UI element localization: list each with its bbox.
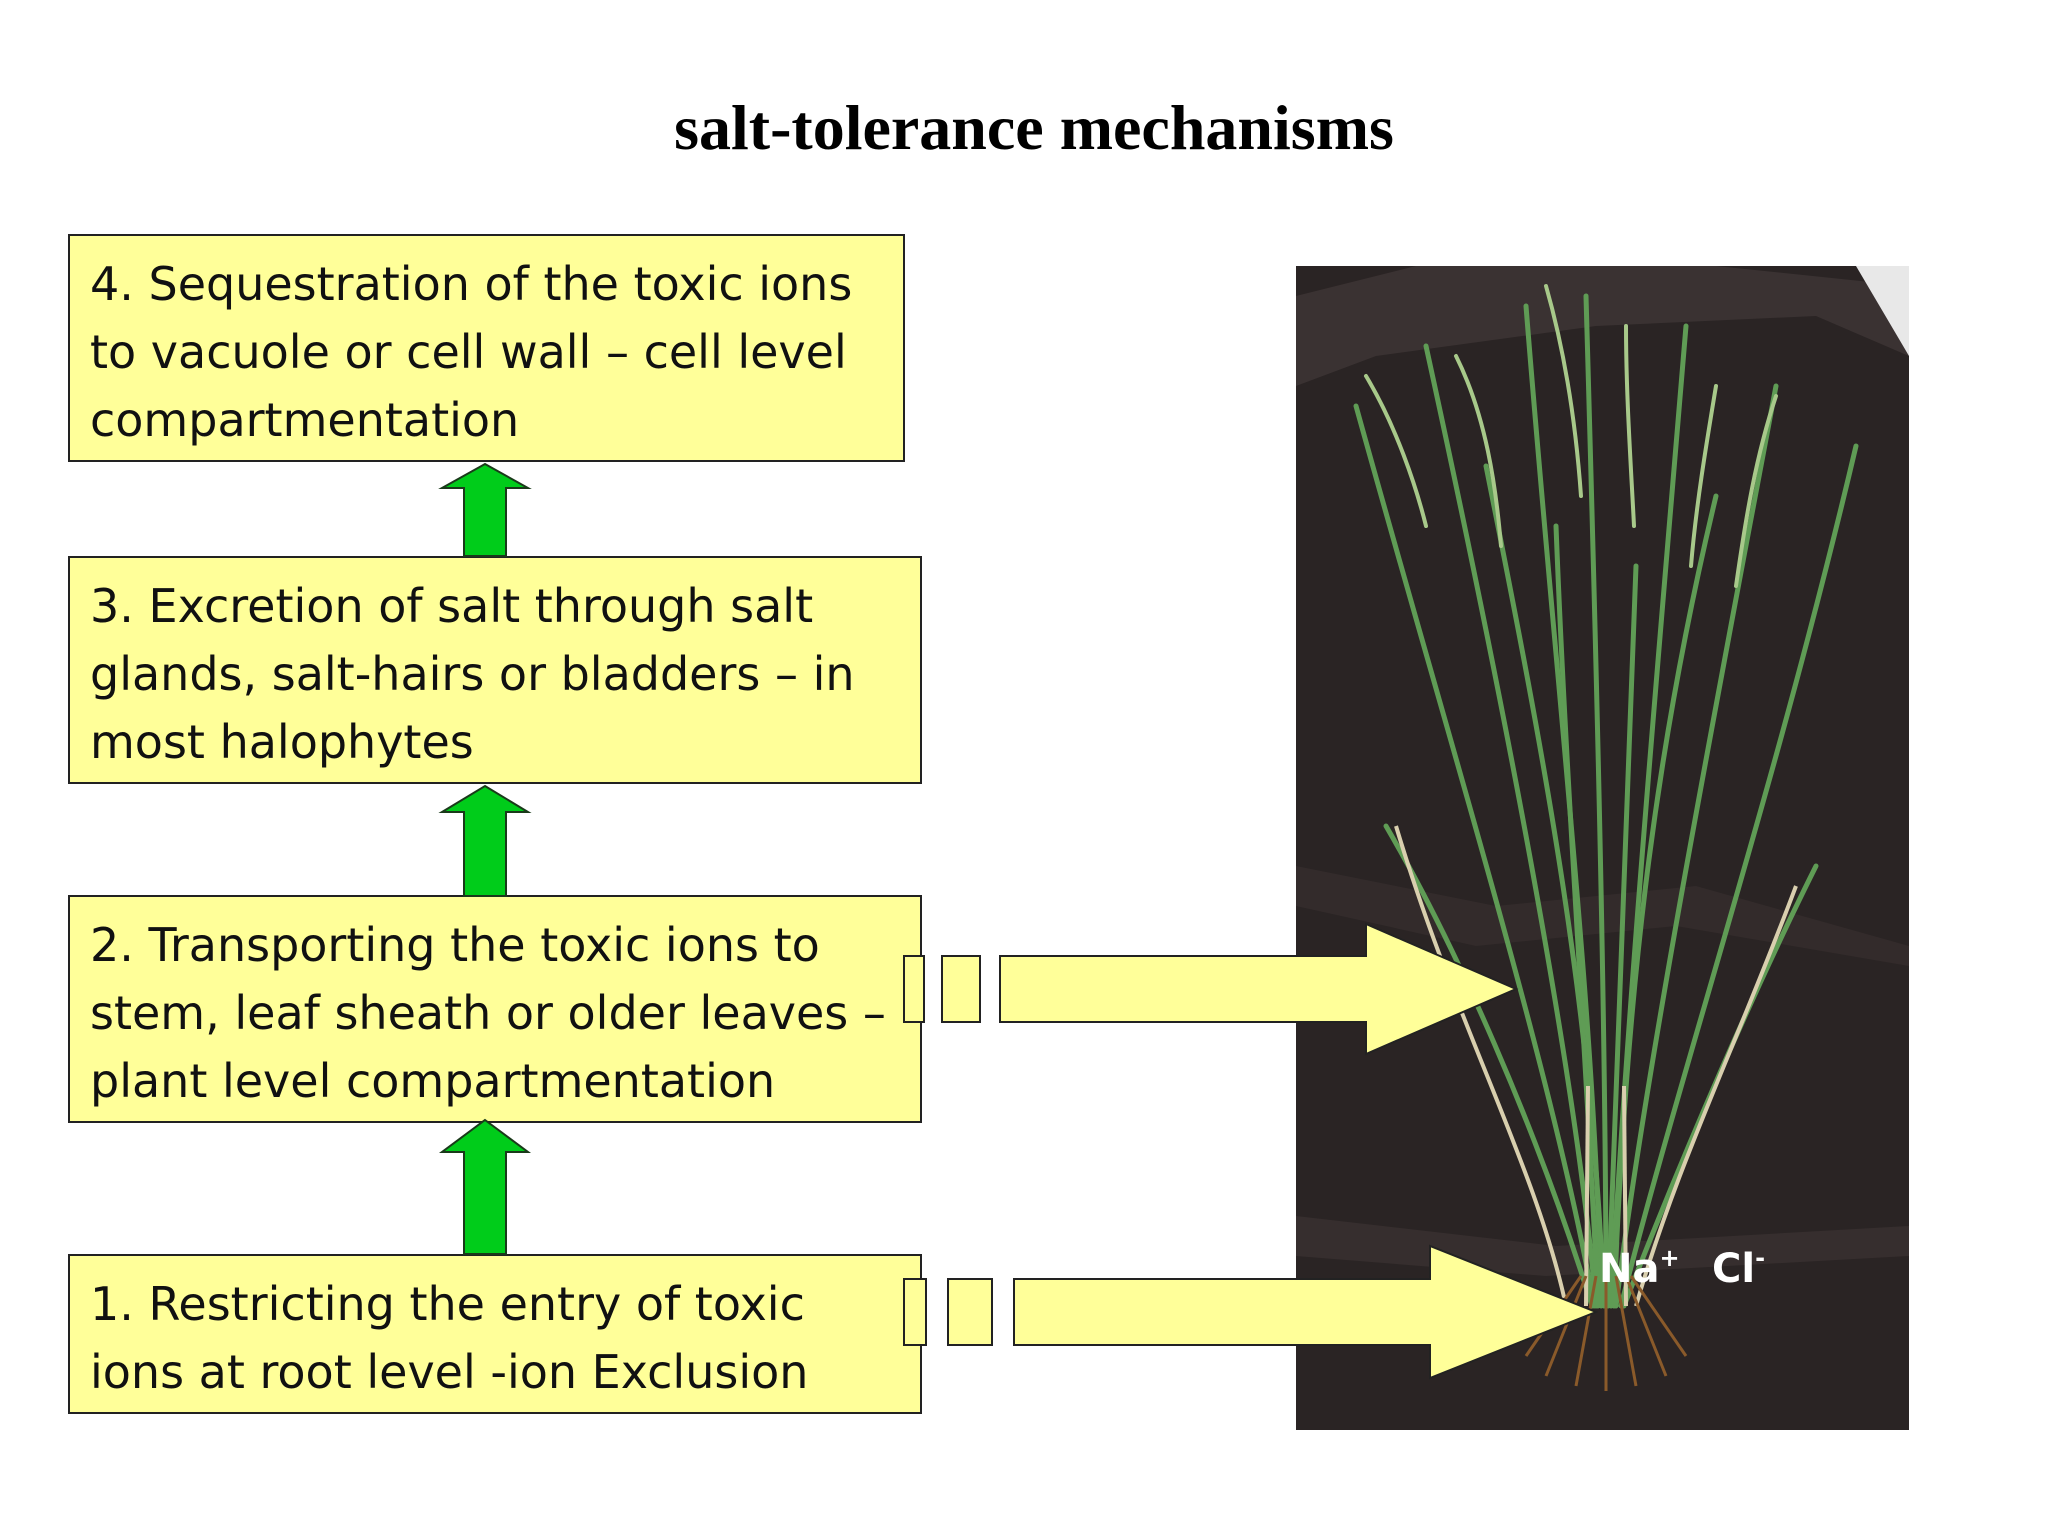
step-4-line-3: compartmentation	[90, 386, 883, 454]
step-4-box: 4. Sequestration of the toxic ions to va…	[68, 234, 905, 462]
slide-title: salt-tolerance mechanisms	[0, 88, 2048, 168]
green-up-arrow-icon	[438, 462, 532, 558]
rice-plant-photo: Na+ Cl-	[1296, 266, 1909, 1430]
step-2-line-2: stem, leaf sheath or older leaves –	[90, 979, 900, 1047]
step-2-box: 2. Transporting the toxic ions to stem, …	[68, 895, 922, 1123]
green-up-arrow-icon	[438, 1118, 532, 1256]
step-1-box: 1. Restricting the entry of toxic ions a…	[68, 1254, 922, 1414]
step-4-line-1: 4. Sequestration of the toxic ions	[90, 250, 883, 318]
step-1-line-2: ions at root level -ion Exclusion	[90, 1338, 900, 1406]
step-3-box: 3. Excretion of salt through salt glands…	[68, 556, 922, 784]
step-2-line-1: 2. Transporting the toxic ions to	[90, 911, 900, 979]
step-3-line-1: 3. Excretion of salt through salt	[90, 572, 900, 640]
step-2-line-3: plant level compartmentation	[90, 1047, 900, 1115]
step-1-line-1: 1. Restricting the entry of toxic	[90, 1270, 900, 1338]
step-3-line-2: glands, salt-hairs or bladders – in	[90, 640, 900, 708]
green-up-arrow-icon	[438, 784, 532, 898]
step-4-line-2: to vacuole or cell wall – cell level	[90, 318, 883, 386]
step-3-line-3: most halophytes	[90, 708, 900, 776]
